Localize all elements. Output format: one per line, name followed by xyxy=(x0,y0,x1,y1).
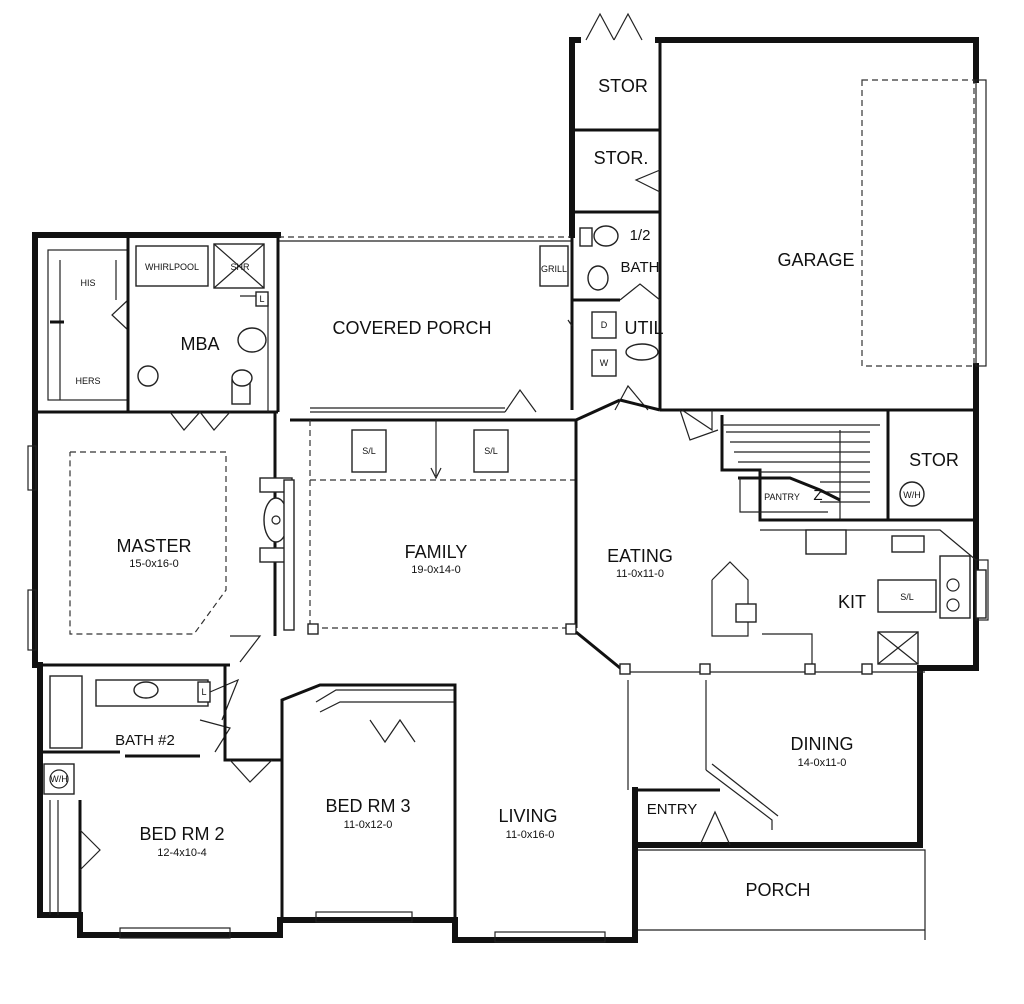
room-mba: MBA xyxy=(180,334,219,354)
hers-closet-label: HERS xyxy=(75,376,100,386)
water-heater-label-2: W/H xyxy=(50,774,68,784)
room-porch: PORCH xyxy=(745,880,810,900)
room-stor-right: STOR xyxy=(909,450,959,470)
room-family-dimensions: 19-0x14-0 xyxy=(411,564,461,576)
room-bed3: BED RM 3 xyxy=(325,796,410,816)
room-dining-dimensions: 14-0x11-0 xyxy=(798,757,847,769)
washer-label: W xyxy=(600,358,609,368)
water-heater-label-1: W/H xyxy=(903,490,921,500)
room-half-bath-number: 1/2 xyxy=(630,227,651,244)
exterior-walls xyxy=(32,37,979,943)
room-bed2-dimensions: 12-4x10-4 xyxy=(157,847,207,859)
shower-label: SHR xyxy=(230,262,250,272)
room-garage: GARAGE xyxy=(777,250,854,270)
room-master: MASTER xyxy=(116,536,191,556)
linen-label-2: L xyxy=(201,687,206,697)
room-eating-dimensions: 11-0x11-0 xyxy=(616,568,664,580)
room-half-bath: BATH xyxy=(621,259,660,276)
stairs xyxy=(681,409,880,522)
room-pantry: PANTRY xyxy=(764,492,800,502)
room-stor-top: STOR xyxy=(598,76,648,96)
room-master-dimensions: 15-0x16-0 xyxy=(129,558,179,570)
room-living: LIVING xyxy=(498,806,557,826)
garage-wing xyxy=(570,12,987,522)
skylight-label-2: S/L xyxy=(484,446,498,456)
bedroom-wing xyxy=(40,665,606,943)
room-covered-porch: COVERED PORCH xyxy=(332,318,491,338)
linen-label-1: L xyxy=(259,294,264,304)
fixture-labels: HIS HERS WHIRLPOOL SHR GRILL S/L S/L S/L… xyxy=(50,262,921,784)
skylight-label-1: S/L xyxy=(362,446,376,456)
grill-label: GRILL xyxy=(541,264,567,274)
central-area xyxy=(283,245,925,920)
room-util: UTIL xyxy=(624,318,663,338)
fireplace xyxy=(259,477,293,563)
room-dining: DINING xyxy=(791,734,854,754)
room-living-dimensions: 11-0x16-0 xyxy=(506,829,555,841)
whirlpool-label: WHIRLPOOL xyxy=(145,262,199,272)
his-closet-label: HIS xyxy=(80,278,95,288)
room-family: FAMILY xyxy=(405,542,468,562)
dryer-label: D xyxy=(601,320,608,330)
room-bed3-dimensions: 11-0x12-0 xyxy=(344,819,393,831)
room-eating: EATING xyxy=(607,546,673,566)
master-suite xyxy=(27,235,293,667)
kitchen-area xyxy=(575,398,989,665)
room-stor2: STOR. xyxy=(594,148,649,168)
room-bath2: BATH #2 xyxy=(115,732,175,749)
stair-z-label: Z xyxy=(813,487,822,504)
room-labels: STOR STOR. 1/2 BATH UTIL GARAGE STOR COV… xyxy=(115,76,959,900)
skylight-label-kitchen: S/L xyxy=(900,592,914,602)
room-kit: KIT xyxy=(838,592,866,612)
room-bed2: BED RM 2 xyxy=(139,824,224,844)
room-entry: ENTRY xyxy=(647,801,698,818)
